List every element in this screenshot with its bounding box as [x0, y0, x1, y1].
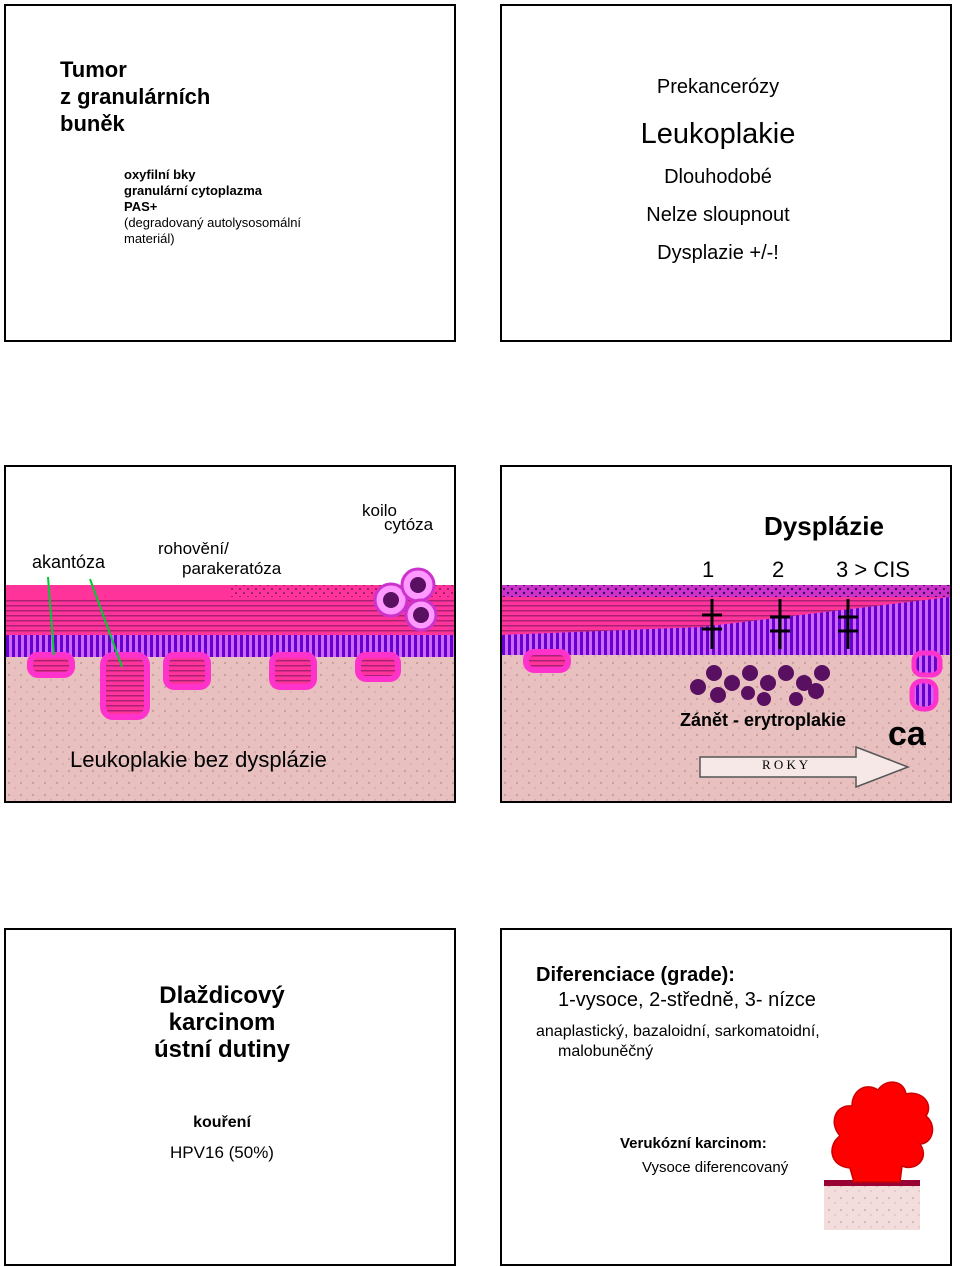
- label-cytoza: cytóza: [384, 515, 434, 534]
- invasive-nest: [911, 650, 943, 678]
- inflammation-label: Zánět - erytroplakie: [680, 710, 847, 730]
- slide-leukoplakia-diagram: akantóza rohovění/ parakeratóza koilo cy…: [4, 465, 456, 803]
- slide2-heading: Prekancerózy: [656, 76, 780, 98]
- rete-ridge: [523, 649, 571, 673]
- ca-label: ca: [888, 715, 926, 753]
- slide-precancerosis: Prekancerózy Leukoplakie Dlouhodobé Nelz…: [500, 4, 952, 342]
- detail-line: granulární cytoplazma: [124, 183, 262, 198]
- grade-values: 1-vysoce, 2-středně, 3- nízce: [558, 989, 816, 1011]
- keratin-layer: [6, 585, 231, 597]
- rete-ridge: [100, 652, 150, 720]
- akantoza-pointer: [47, 576, 55, 656]
- label-parakeratoza: parakeratóza: [182, 559, 282, 578]
- detail-line: (degradovaný autolysosomální: [124, 215, 302, 230]
- label-akantoza: akantóza: [32, 552, 106, 572]
- slide5-title-line: karcinom: [168, 1009, 276, 1036]
- detail-line: materiál): [124, 231, 175, 246]
- slide-differentiation: Diferenciace (grade): 1-vysoce, 2-středn…: [500, 928, 952, 1266]
- label-rohoveni: rohovění/: [158, 539, 229, 558]
- stroma: [824, 1184, 920, 1230]
- detail-line: oxyfilní bky: [124, 167, 196, 182]
- grade-label: 2: [772, 557, 785, 582]
- slide1-title-line: z granulárních: [60, 84, 211, 109]
- time-arrow: [699, 745, 911, 789]
- basal-layer: [6, 635, 454, 657]
- slide5-title: Dlaždicový karcinom ústní dutiny: [6, 982, 438, 1063]
- types-line: malobuněčný: [558, 1043, 654, 1060]
- grade-markers: [702, 599, 858, 649]
- dysplasia-diagram: [502, 585, 950, 801]
- slide2-title: Leukoplakie: [640, 118, 796, 150]
- slide2-item: Nelze sloupnout: [646, 204, 790, 226]
- rete-ridge: [355, 652, 401, 682]
- slide1-title-line: Tumor: [60, 57, 127, 82]
- slide1-details: oxyfilní bky granulární cytoplazma PAS+ …: [124, 167, 301, 247]
- rete-ridge: [27, 652, 75, 678]
- slide5-title-line: Dlaždicový: [159, 982, 285, 1009]
- invasive-nest: [909, 678, 939, 712]
- risk-factor: kouření: [193, 1114, 251, 1131]
- grade-label: 1: [702, 557, 715, 582]
- slide-dysplasia-diagram: Dysplázie 1 2 3 > CIS Zánět - erytroplak…: [500, 465, 952, 803]
- slide4-title: Dysplázie: [764, 511, 884, 541]
- slide2-item: Dysplazie +/-!: [657, 242, 779, 264]
- rete-ridge: [269, 652, 317, 690]
- verrucous-desc: Vysoce diferencovaný: [642, 1159, 789, 1176]
- surface-layer: [502, 585, 950, 597]
- verrucous-title: Verukózní karcinom:: [620, 1135, 767, 1152]
- verrucous-diagram: [824, 1081, 934, 1230]
- types-line: anaplastický, bazaloidní, sarkomatoidní,: [536, 1023, 820, 1040]
- inflammatory-cells: [690, 665, 830, 706]
- slide3-caption: Leukoplakie bez dysplázie: [70, 747, 327, 772]
- slide5-title-line: ústní dutiny: [154, 1036, 290, 1063]
- risk-factor: HPV16 (50%): [170, 1143, 274, 1162]
- leukoplakia-diagram: [6, 567, 454, 801]
- slide1-title-line: buněk: [60, 111, 125, 136]
- detail-line: PAS+: [124, 199, 158, 214]
- arrow-text: R O K Y: [762, 757, 809, 772]
- koilocyte-cells: [373, 567, 438, 632]
- label-koilo: koilo: [362, 501, 397, 520]
- grade-label: 3 > CIS: [836, 557, 910, 582]
- slide2-item: Dlouhodobé: [664, 166, 772, 188]
- basement-membrane: [824, 1180, 920, 1186]
- slide1-title: Tumor z granulárních buněk: [60, 56, 210, 137]
- verrucous-tumor: [831, 1081, 934, 1183]
- slide-squamous-carcinoma: Dlaždicový karcinom ústní dutiny kouření…: [4, 928, 456, 1266]
- grade-heading: Diferenciace (grade):: [536, 964, 735, 986]
- slide-granular-cell-tumor: Tumor z granulárních buněk oxyfilní bky …: [4, 4, 456, 342]
- rohoveni-pointer: [89, 578, 123, 668]
- dysplastic-layer: [502, 597, 950, 655]
- rete-ridge: [163, 652, 211, 690]
